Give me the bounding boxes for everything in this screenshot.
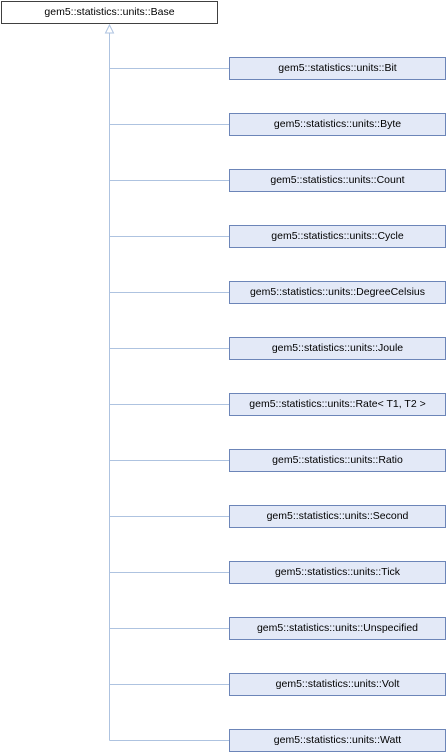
class-node-watt[interactable]: gem5::statistics::units::Watt (229, 729, 446, 752)
class-label-unspecified: gem5::statistics::units::Unspecified (256, 622, 419, 634)
class-label-bit: gem5::statistics::units::Bit (278, 62, 397, 74)
class-node-degree-celsius[interactable]: gem5::statistics::units::DegreeCelsius (229, 281, 446, 304)
class-node-joule[interactable]: gem5::statistics::units::Joule (229, 337, 446, 360)
class-label-rate: gem5::statistics::units::Rate< T1, T2 > (249, 398, 426, 410)
class-label-cycle: gem5::statistics::units::Cycle (271, 230, 404, 242)
class-label-tick: gem5::statistics::units::Tick (274, 566, 401, 578)
class-label-watt: gem5::statistics::units::Watt (273, 734, 402, 746)
class-label-byte: gem5::statistics::units::Byte (273, 118, 402, 130)
class-node-ratio[interactable]: gem5::statistics::units::Ratio (229, 449, 446, 472)
class-node-bit[interactable]: gem5::statistics::units::Bit (229, 57, 446, 80)
class-node-second[interactable]: gem5::statistics::units::Second (229, 505, 446, 528)
class-label-count: gem5::statistics::units::Count (270, 174, 405, 186)
class-node-unspecified[interactable]: gem5::statistics::units::Unspecified (229, 617, 446, 640)
class-label-joule: gem5::statistics::units::Joule (271, 342, 404, 354)
class-label-volt: gem5::statistics::units::Volt (275, 678, 400, 690)
class-node-byte[interactable]: gem5::statistics::units::Byte (229, 113, 446, 136)
class-node-count[interactable]: gem5::statistics::units::Count (229, 169, 446, 192)
base-class-label: gem5::statistics::units::Base (44, 6, 175, 18)
class-node-volt[interactable]: gem5::statistics::units::Volt (229, 673, 446, 696)
class-label-degree-celsius: gem5::statistics::units::DegreeCelsius (249, 286, 426, 298)
class-label-second: gem5::statistics::units::Second (266, 510, 409, 522)
class-node-cycle[interactable]: gem5::statistics::units::Cycle (229, 225, 446, 248)
class-label-ratio: gem5::statistics::units::Ratio (272, 454, 403, 466)
inheritance-arrowhead (104, 23, 115, 34)
class-node-tick[interactable]: gem5::statistics::units::Tick (229, 561, 446, 584)
base-class-node[interactable]: gem5::statistics::units::Base (1, 1, 218, 24)
class-node-rate[interactable]: gem5::statistics::units::Rate< T1, T2 > (229, 393, 446, 416)
